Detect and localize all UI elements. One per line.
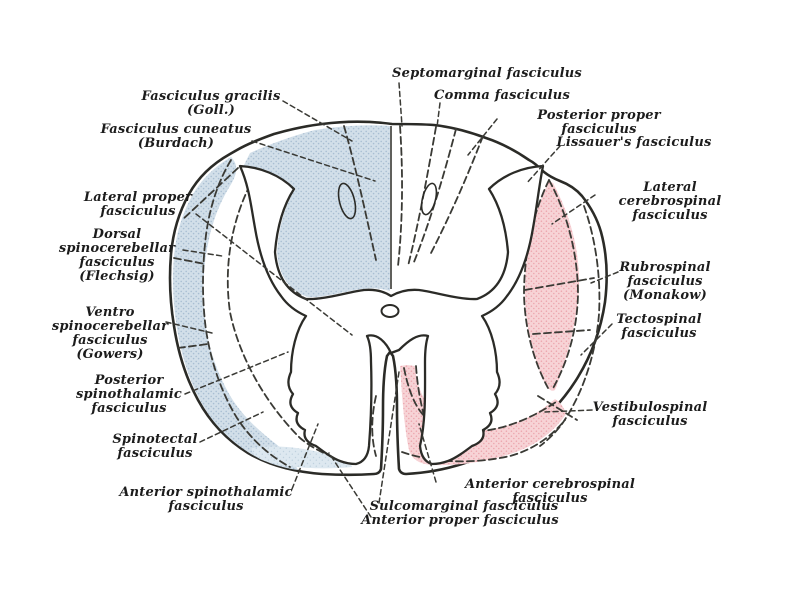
leader-comma	[436, 102, 441, 128]
leader-fasciculus-gracilis	[282, 100, 353, 142]
leader-anterior-cerebrospinal	[418, 423, 437, 483]
anterior-spinothalamic-region	[251, 446, 352, 469]
label-dorsal-spinocerebellar: Dorsal spinocerebellar fasciculus (Flech…	[58, 227, 176, 284]
leader-vestibulospinal	[544, 409, 593, 413]
label-lateral-cerebrospinal: Lateral cerebrospinal fasciculus	[618, 180, 722, 223]
leader-lissauer	[525, 145, 561, 185]
leader-posterior-proper	[467, 118, 498, 156]
lateral-band-region	[173, 157, 298, 470]
label-ventro-spinocerebellar: Ventro spinocerebellar fasciculus (Gower…	[51, 305, 169, 362]
posterior-column-region	[243, 125, 390, 298]
label-comma: Comma fasciculus	[434, 88, 570, 103]
leader-lateral-proper	[195, 213, 353, 336]
label-lissauer: Lissauer's fasciculus	[556, 135, 712, 150]
central-canal	[380, 304, 400, 318]
label-lateral-proper: Lateral proper fasciculus	[83, 190, 193, 219]
leader-lateral-cerebrospinal	[551, 194, 596, 225]
leader-lines	[165, 82, 619, 518]
label-fasciculus-cuneatus: Fasciculus cuneatus (Burdach)	[100, 122, 252, 151]
leader-sulcomarginal	[378, 371, 400, 504]
leader-anterior-proper	[328, 452, 372, 518]
leader-spinotectal	[199, 411, 264, 443]
leader-septomarginal	[398, 82, 403, 127]
label-rubrospinal: Rubrospinal fasciculus (Monakow)	[619, 260, 711, 303]
label-sulcomarginal: Sulcomarginal fasciculus	[369, 499, 559, 514]
label-anterior-cerebrospinal: Anterior cerebrospinal fasciculus	[464, 477, 636, 506]
label-posterior-proper: Posterior proper fasciculus	[537, 108, 661, 137]
label-posterior-spinothalamic: Posterior spinothalamic fasciculus	[76, 373, 182, 416]
label-anterior-spinothalamic: Anterior spinothalamic fasciculus	[119, 485, 293, 514]
comma-oval-right	[420, 182, 438, 216]
leader-anterior-spinothalamic	[291, 423, 319, 490]
label-tectospinal: Tectospinal fasciculus	[616, 312, 702, 341]
label-anterior-proper: Anterior proper fasciculus	[361, 513, 559, 528]
label-septomarginal: Septomarginal fasciculus	[392, 66, 582, 81]
label-fasciculus-gracilis: Fasciculus gracilis (Goll.)	[141, 89, 281, 118]
comma-oval-left	[337, 182, 357, 220]
leader-rubrospinal	[590, 271, 619, 284]
label-spinotectal: Spinotectal fasciculus	[112, 432, 198, 461]
leader-tectospinal	[580, 323, 613, 356]
leader-ventro-spinocerebellar	[165, 321, 213, 334]
leader-posterior-spinothalamic	[184, 351, 289, 395]
label-vestibulospinal: Vestibulospinal fasciculus	[592, 400, 708, 429]
leader-fasciculus-cuneatus	[251, 140, 376, 182]
leader-dorsal-spinocerebellar	[182, 249, 223, 257]
